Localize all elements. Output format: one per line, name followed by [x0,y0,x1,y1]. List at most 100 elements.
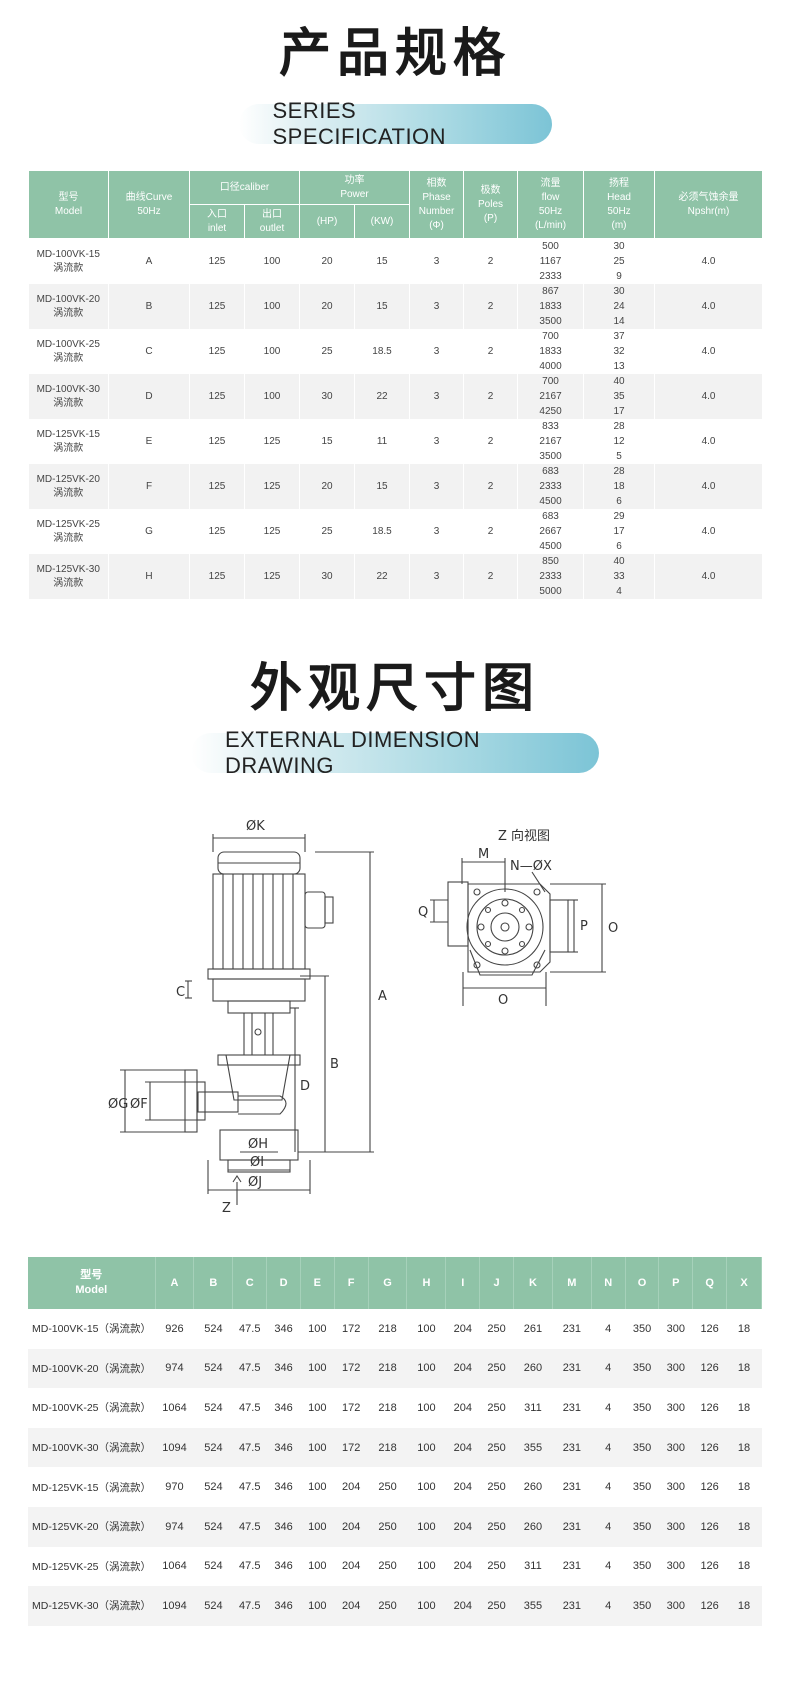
dim-cell-i: 204 [445,1586,480,1626]
dim-cell-p: 300 [666,1560,685,1573]
cell-outlet: 100 [244,238,300,284]
dim-cell-f: 204 [334,1506,369,1547]
dim-cell-a: 1064 [162,1560,187,1573]
cell-poles: 2 [463,238,519,284]
label-n-x: N—ØX [510,859,552,874]
label-p: P [580,919,588,934]
dim-cell-m: 231 [552,1348,592,1389]
cell-phase: 3 [409,464,465,509]
dim-cell-c: 47.5 [232,1586,267,1626]
label-b: B [330,1057,339,1072]
dim-cell-e: 100 [308,1322,327,1335]
header-hp: (HP) [299,204,355,239]
dim-cell-j: 250 [487,1401,506,1414]
dim-cell-d: 346 [266,1427,301,1468]
cell-curve: H [108,554,190,599]
dim-cell-i: 204 [453,1560,472,1573]
dim-cell-n: 4 [605,1560,612,1573]
cell-kw: 22 [354,374,411,419]
cell-poles: 2 [463,464,519,509]
cell-inlet: 125 [189,284,245,329]
cell-kw: 18.5 [354,329,411,374]
dim-cell-k: 260 [523,1481,543,1494]
cell-poles: 2 [463,509,519,554]
dim-header: Q [692,1257,728,1309]
cell-kw: 15 [354,464,411,509]
dim-cell-h: 100 [406,1506,446,1547]
cell-hp: 25 [299,329,355,374]
dim-cell-c: 47.5 [239,1560,261,1573]
cell-phase: 3 [409,329,465,374]
dim-cell-k: 260 [513,1506,553,1547]
dim-cell-h: 100 [417,1481,436,1494]
dim-cell-x: 18 [737,1560,751,1573]
dim-cell-g: 250 [378,1481,397,1494]
dim-cell-j: 250 [487,1560,506,1573]
dim-cell-x: 18 [737,1322,751,1335]
dim-cell-k: 311 [524,1401,542,1414]
dim-cell-d: 346 [266,1586,301,1626]
dim-cell-b: 524 [204,1322,223,1335]
dim-cell-b: 524 [204,1560,223,1573]
cell-kw: 15 [354,238,411,284]
dim-header: I [445,1257,481,1309]
dim-cell-n: 4 [605,1401,612,1414]
header-kw: (KW) [353,204,411,239]
cell-hp: 20 [299,284,355,329]
cell-poles: 2 [463,374,519,419]
spec-subtitle-pill: SERIES SPECIFICATION [0,98,790,149]
label-phi-i: ØI [250,1155,264,1170]
dim-cell-b: 524 [193,1506,233,1547]
dim-header: F [334,1257,369,1309]
dim-cell-x: 18 [726,1348,762,1389]
label-z: Z [222,1201,231,1216]
cell-hp: 20 [299,464,355,509]
cell-inlet: 125 [189,464,245,509]
dim-cell-model: MD-125VK-20（涡流款） [28,1506,156,1547]
dim-header: K [513,1257,553,1309]
dim-cell-q: 126 [700,1401,719,1414]
dim-cell-model: MD-100VK-30（涡流款） [28,1427,156,1468]
label-phi-g: ØG [108,1097,128,1112]
dim-header: E [300,1257,335,1309]
dim-cell-m: 231 [562,1322,582,1335]
dim-cell-e: 100 [308,1560,327,1573]
dim-cell-f: 204 [334,1586,369,1626]
dim-cell-b: 524 [204,1401,223,1414]
dim-cell-d: 346 [266,1506,301,1547]
dimension-title: 外观尺寸图 [249,659,540,719]
dim-cell-e: 100 [300,1427,335,1468]
dim-cell-q: 126 [700,1322,719,1335]
label-q: Q [418,905,428,920]
dim-cell-model: MD-100VK-20（涡流款） [28,1348,156,1389]
dim-cell-e: 100 [308,1481,327,1494]
dimension-drawing: ØK A B C D ØG ØF ØH ØI ØJ Z Z 向视图 M N—ØX… [108,819,618,1216]
dim-cell-x: 18 [737,1401,751,1414]
dim-cell-i: 204 [453,1401,472,1414]
dim-cell-m: 231 [552,1506,592,1547]
dim-cell-j: 250 [479,1586,514,1626]
cell-poles: 2 [463,329,519,374]
dimension-subtitle-pill: EXTERNAL DIMENSION DRAWING [0,727,790,778]
cell-kw: 15 [354,284,411,329]
dim-cell-j: 250 [479,1348,514,1389]
dim-cell-i: 204 [445,1348,480,1389]
cell-npshr: 4.0 [654,374,764,419]
